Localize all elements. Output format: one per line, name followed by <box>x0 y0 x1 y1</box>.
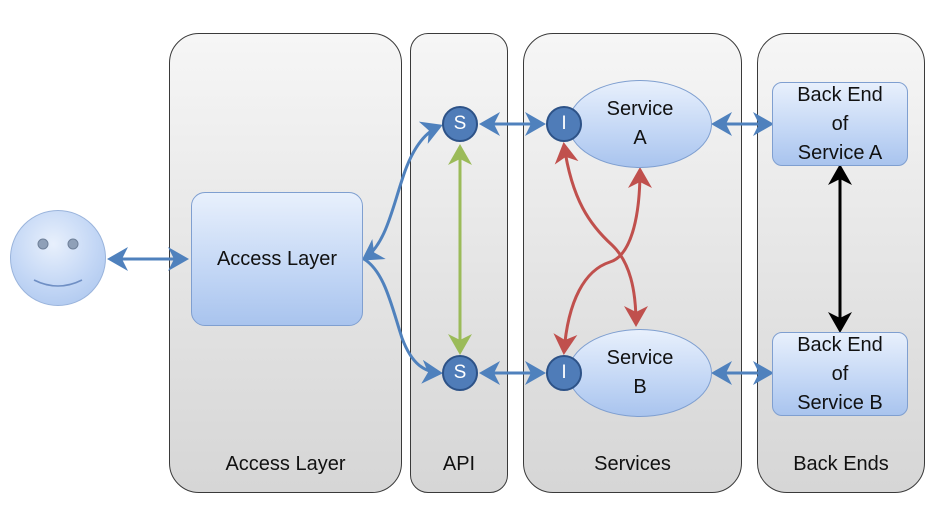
service-a: Service A <box>568 80 712 168</box>
access-layer-box: Access Layer <box>191 192 363 326</box>
services-lane-label: Services <box>594 453 671 475</box>
backend-a-line1: Back End <box>797 83 883 106</box>
api-node-bottom: S <box>442 355 478 391</box>
service-b-line2: B <box>633 376 647 398</box>
api-node-top: S <box>442 106 478 142</box>
backend-a-line2: of <box>831 112 849 135</box>
service-b-interface-node: I <box>546 355 582 391</box>
access-layer-box-label: Access Layer <box>216 247 338 270</box>
access-api-bottom-link <box>363 257 443 384</box>
api-lane-label: API <box>442 453 476 475</box>
backend-a-box: Back End of Service A <box>772 82 908 166</box>
service-a-interface-node: I <box>546 106 582 142</box>
service-b: Service B <box>568 329 712 417</box>
back-ends-lane-label: Back Ends <box>793 453 889 475</box>
backend-b-box: Back End of Service B <box>772 332 908 416</box>
service-a-line1: Service <box>606 98 674 120</box>
access-api-top-link <box>361 121 443 261</box>
api-node-top-label: S <box>453 113 467 134</box>
api-lane: API <box>410 33 508 493</box>
access-layer-lane-label: Access Layer <box>225 453 346 475</box>
service-a-line2: A <box>633 127 647 149</box>
service-b-interface-label: I <box>561 362 567 383</box>
backend-b-line3: Service B <box>797 391 883 414</box>
backend-b-line1: Back End <box>797 333 883 356</box>
service-a-interface-label: I <box>561 113 567 134</box>
backend-b-line2: of <box>831 362 849 385</box>
backend-a-line3: Service A <box>797 141 883 164</box>
api-node-bottom-label: S <box>453 362 467 383</box>
user-avatar-icon <box>10 210 106 306</box>
service-b-to-a-cross-link <box>553 167 652 355</box>
service-b-line1: Service <box>606 347 674 369</box>
